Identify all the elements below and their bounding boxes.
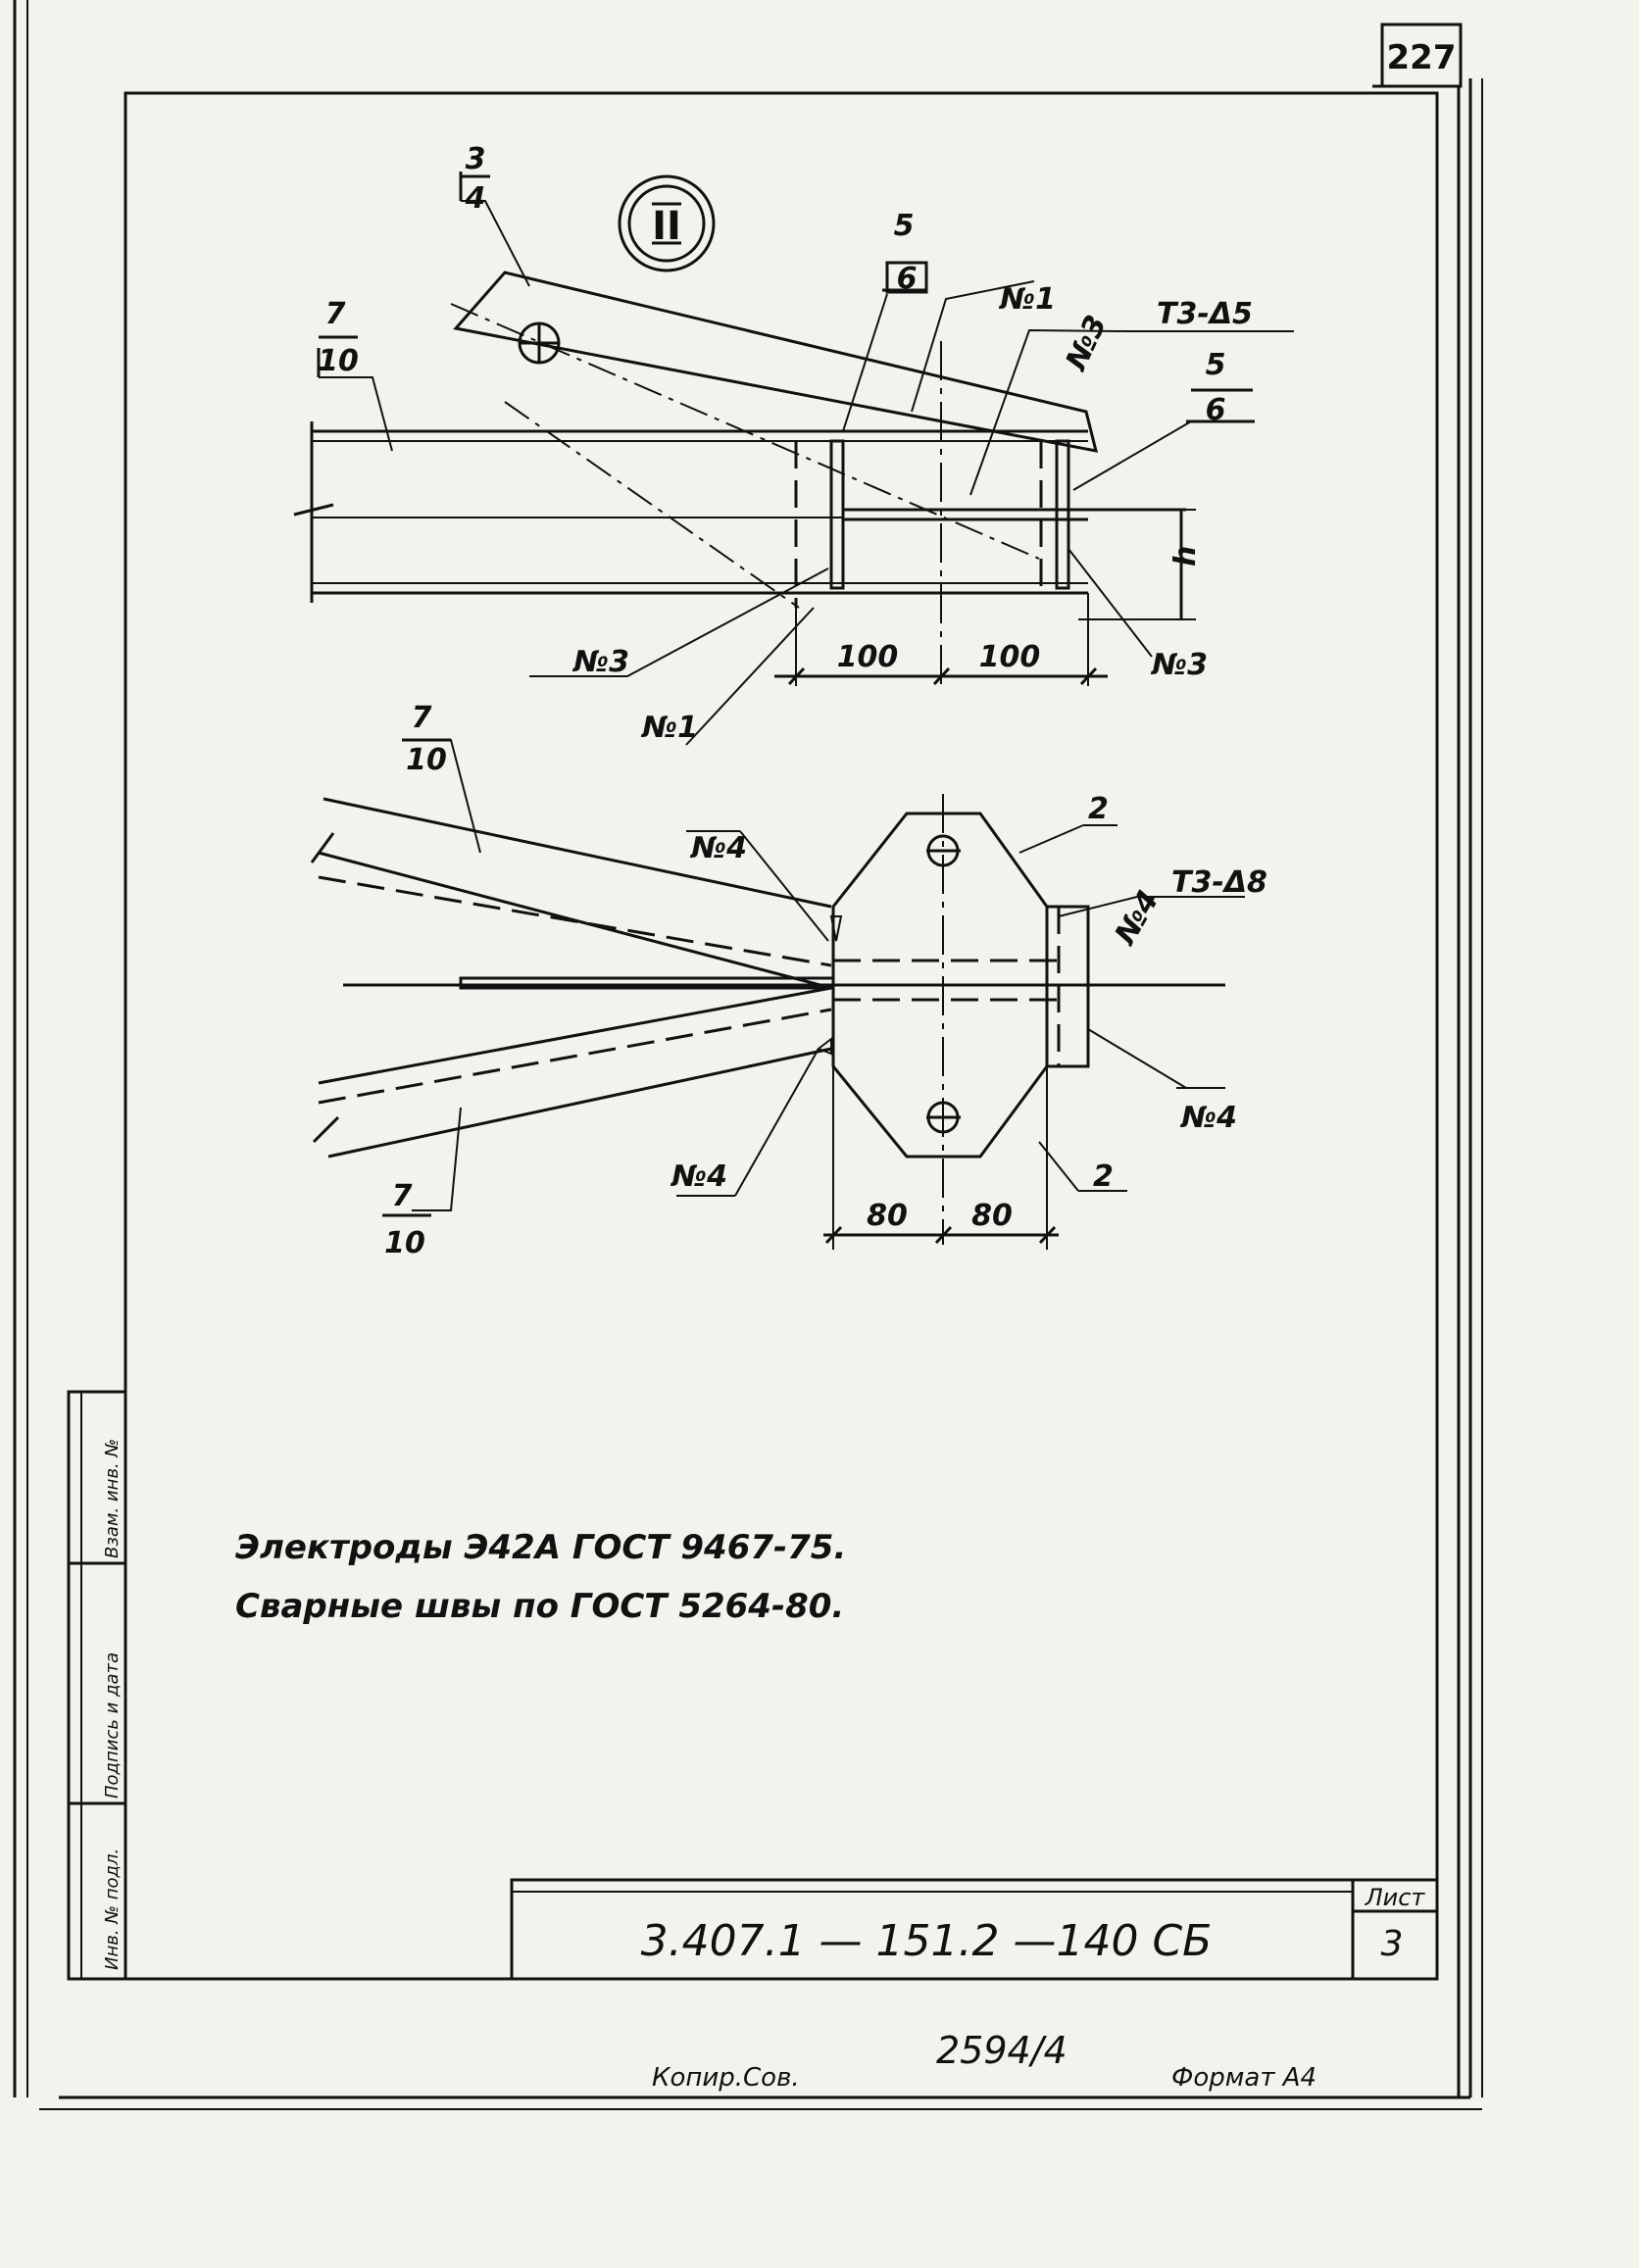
mark-2-top: 2: [1088, 792, 1109, 826]
mark-5-6-b-den: 6: [1206, 393, 1226, 427]
mark-3-4-num: 3: [466, 142, 486, 176]
mark-7-10-bv-top: 7 10: [402, 701, 451, 777]
archive-number: 2594/4: [936, 2029, 1068, 2072]
doc-code: 3.407.1 — 151.2 —140 СБ: [641, 1916, 1213, 1966]
section-mark: [618, 174, 716, 272]
dim-100-left: 100: [837, 640, 899, 674]
side-stamp: Взам. инв. № Подпись и дата Инв. № подл.: [67, 1390, 127, 1981]
bottom-view: [310, 738, 1245, 1250]
mark-7-10-bv-bottom-den: 10: [384, 1226, 425, 1260]
mark-7-10-top-den: 10: [318, 344, 359, 378]
dim-80-left: 80: [867, 1199, 908, 1233]
mark-5-6-b: 5 6: [1191, 348, 1253, 427]
weld-t3-bottom: Т3-Δ8: [1171, 865, 1267, 900]
dim-80-right: 80: [971, 1199, 1013, 1233]
weld-n4-right: №4: [1179, 1101, 1237, 1135]
mark-7-10-top-num: 7: [325, 297, 346, 331]
mark-7-10-bv-top-den: 10: [406, 743, 447, 777]
weld-n1-top: №1: [998, 282, 1056, 317]
weld-n3-left: №3: [571, 645, 629, 679]
dim-h: h: [1168, 546, 1203, 567]
side-stamp-label3: Инв. № подл.: [102, 1849, 123, 1970]
copied-label: Копир.Сов.: [652, 2063, 800, 2093]
sheet-value: 3: [1381, 1924, 1404, 1964]
mark-7-10-top: 7 10: [318, 297, 359, 378]
title-block: [510, 1878, 1439, 1981]
note-line-1: Электроды Э42А ГОСТ 9467-75.: [235, 1528, 846, 1567]
mark-5-6-a-den: 6: [897, 262, 918, 296]
weld-n4-top-left: №4: [689, 831, 747, 865]
weld-t3-top: Т3-Δ5: [1157, 297, 1253, 331]
mark-7-10-bv-top-num: 7: [412, 701, 432, 735]
mark-5-6-a: 5 6: [885, 209, 928, 296]
dim-100-right: 100: [979, 640, 1041, 674]
top-view: [293, 172, 1294, 746]
mark-5-6-a-num: 5: [894, 209, 915, 243]
sheet-frame: [13, 0, 1483, 2110]
mark-5-6-b-num: 5: [1206, 348, 1226, 382]
side-stamp-label1: Взам. инв. №: [102, 1439, 123, 1558]
mark-7-10-bv-bottom: 7 10: [382, 1179, 431, 1260]
format-label: Формат А4: [1171, 2063, 1316, 2093]
mark-2-bottom: 2: [1093, 1159, 1114, 1194]
weld-n3-right: №3: [1150, 648, 1208, 682]
side-stamp-label2: Подпись и дата: [102, 1652, 123, 1799]
weld-n4-top-right: №4: [1108, 885, 1167, 953]
sheet-label: Лист: [1365, 1884, 1426, 1911]
weld-n1-bottom: №1: [640, 711, 698, 745]
weld-n4-bottom-left: №4: [670, 1159, 727, 1194]
section-mark-label: II: [652, 204, 681, 249]
mark-3-4-den: 4: [465, 181, 486, 216]
mark-3-4: 3 4: [461, 142, 490, 216]
note-line-2: Сварные швы по ГОСТ 5264-80.: [235, 1587, 844, 1626]
weld-n3-top: №3: [1059, 310, 1115, 376]
sheet-number: 227: [1387, 38, 1457, 77]
mark-7-10-bv-bottom-num: 7: [392, 1179, 413, 1213]
